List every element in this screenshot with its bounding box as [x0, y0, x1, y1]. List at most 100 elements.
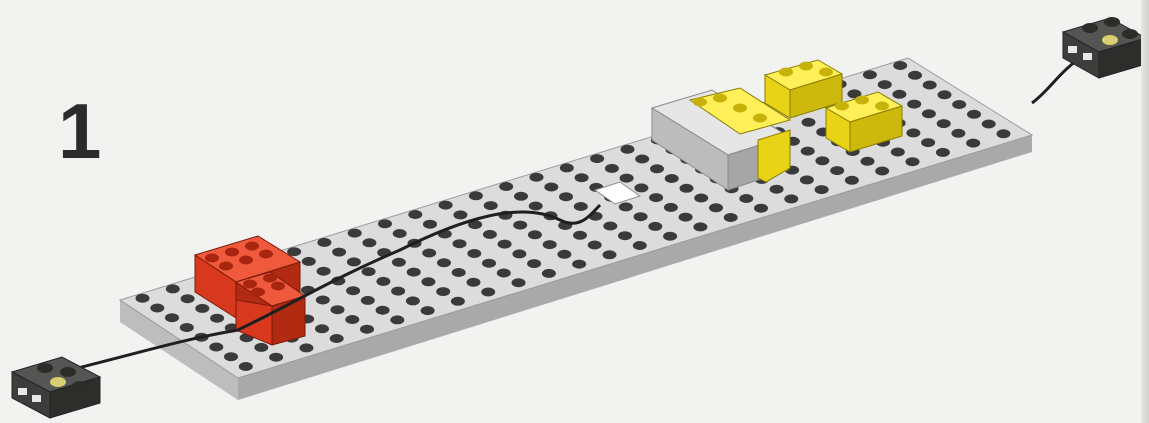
baseplate-stud	[649, 193, 663, 202]
yellow-brick-stud	[693, 98, 707, 107]
baseplate-stud	[527, 259, 541, 268]
baseplate-stud	[590, 154, 604, 163]
baseplate-stud	[982, 120, 996, 129]
yellow-brick-stud	[799, 62, 813, 71]
baseplate-stud	[739, 194, 753, 203]
baseplate-stud	[861, 157, 875, 166]
baseplate-stud	[665, 174, 679, 183]
baseplate-stud	[166, 284, 180, 293]
baseplate-stud	[345, 315, 359, 324]
baseplate-stud	[572, 260, 586, 269]
baseplate-stud	[239, 362, 253, 371]
baseplate-stud	[633, 241, 647, 250]
baseplate-stud	[421, 306, 435, 315]
baseplate-stud	[663, 232, 677, 241]
baseplate-stud	[544, 183, 558, 192]
baseplate-stud	[878, 80, 892, 89]
baseplate-stud	[209, 343, 223, 352]
red-brick-stud	[263, 274, 277, 283]
baseplate-stud	[195, 304, 209, 313]
baseplate-stud	[724, 213, 738, 222]
baseplate-stud	[543, 240, 557, 249]
baseplate-stud	[331, 305, 345, 314]
baseplate-stud	[770, 185, 784, 194]
baseplate-stud	[483, 230, 497, 239]
baseplate-stud	[481, 288, 495, 297]
baseplate-stud	[922, 109, 936, 118]
baseplate-stud	[422, 249, 436, 258]
baseplate-stud	[908, 71, 922, 80]
baseplate-stud	[499, 182, 513, 191]
yellow-brick-stud	[855, 96, 869, 105]
baseplate-stud	[180, 323, 194, 332]
baseplate-stud	[451, 297, 465, 306]
baseplate-stud	[588, 241, 602, 250]
baseplate-stud	[694, 194, 708, 203]
baseplate-stud	[453, 239, 467, 248]
yellow-brick-stud	[875, 102, 889, 111]
baseplate-stud	[529, 202, 543, 211]
baseplate-stud	[302, 257, 316, 266]
yellow-brick-stud	[733, 104, 747, 113]
baseplate-stud	[361, 296, 375, 305]
baseplate-stud	[664, 203, 678, 212]
baseplate-stud	[650, 164, 664, 173]
baseplate-stud	[921, 138, 935, 147]
baseplate-stud	[392, 258, 406, 267]
baseplate-stud	[437, 258, 451, 267]
baseplate-stud	[709, 203, 723, 212]
baseplate-stud	[891, 148, 905, 157]
baseplate-stud	[907, 100, 921, 109]
baseplate-stud	[210, 314, 224, 323]
red-brick-stud	[245, 242, 259, 251]
baseplate-stud	[408, 210, 422, 219]
baseplate-stud	[906, 157, 920, 166]
baseplate-stud	[754, 204, 768, 213]
baseplate-stud	[362, 267, 376, 276]
baseplate-stud	[469, 191, 483, 200]
baseplate-stud	[863, 70, 877, 79]
red-brick-stud	[225, 248, 239, 257]
baseplate-stud	[528, 230, 542, 239]
baseplate-stud	[482, 259, 496, 268]
baseplate-stud	[648, 222, 662, 231]
baseplate-stud	[406, 296, 420, 305]
baseplate-stud	[378, 219, 392, 228]
baseplate-stud	[498, 240, 512, 249]
baseplate-stud	[436, 287, 450, 296]
baseplate-stud	[467, 278, 481, 287]
baseplate-stud	[952, 100, 966, 109]
baseplate-stud	[150, 304, 164, 313]
baseplate-stud	[830, 166, 844, 175]
baseplate-stud	[347, 257, 361, 266]
red-brick-stud	[219, 262, 233, 271]
baseplate-stud	[390, 315, 404, 324]
baseplate-stud	[967, 110, 981, 119]
yellow-brick-stud	[779, 68, 793, 77]
baseplate-stud	[224, 352, 238, 361]
baseplate-stud	[693, 222, 707, 231]
baseplate-stud	[815, 156, 829, 165]
baseplate-stud	[316, 296, 330, 305]
baseplate-stud	[802, 118, 816, 127]
page-edge-shadow	[1141, 0, 1149, 423]
baseplate-stud	[514, 192, 528, 201]
baseplate-stud	[254, 343, 268, 352]
red-brick-stud	[251, 288, 265, 297]
baseplate-stud	[560, 163, 574, 172]
baseplate-stud	[680, 184, 694, 193]
baseplate-stud	[542, 269, 556, 278]
baseplate-stud	[605, 164, 619, 173]
baseplate-stud	[801, 147, 815, 156]
baseplate-stud	[332, 248, 346, 257]
baseplate-stud	[530, 173, 544, 182]
baseplate-stud	[299, 343, 313, 352]
baseplate-stud	[951, 129, 965, 138]
baseplate-stud	[391, 287, 405, 296]
baseplate-stud	[875, 167, 889, 176]
baseplate-stud	[893, 61, 907, 70]
baseplate-stud	[181, 294, 195, 303]
yellow-brick-stud	[835, 102, 849, 111]
baseplate-stud	[439, 201, 453, 210]
